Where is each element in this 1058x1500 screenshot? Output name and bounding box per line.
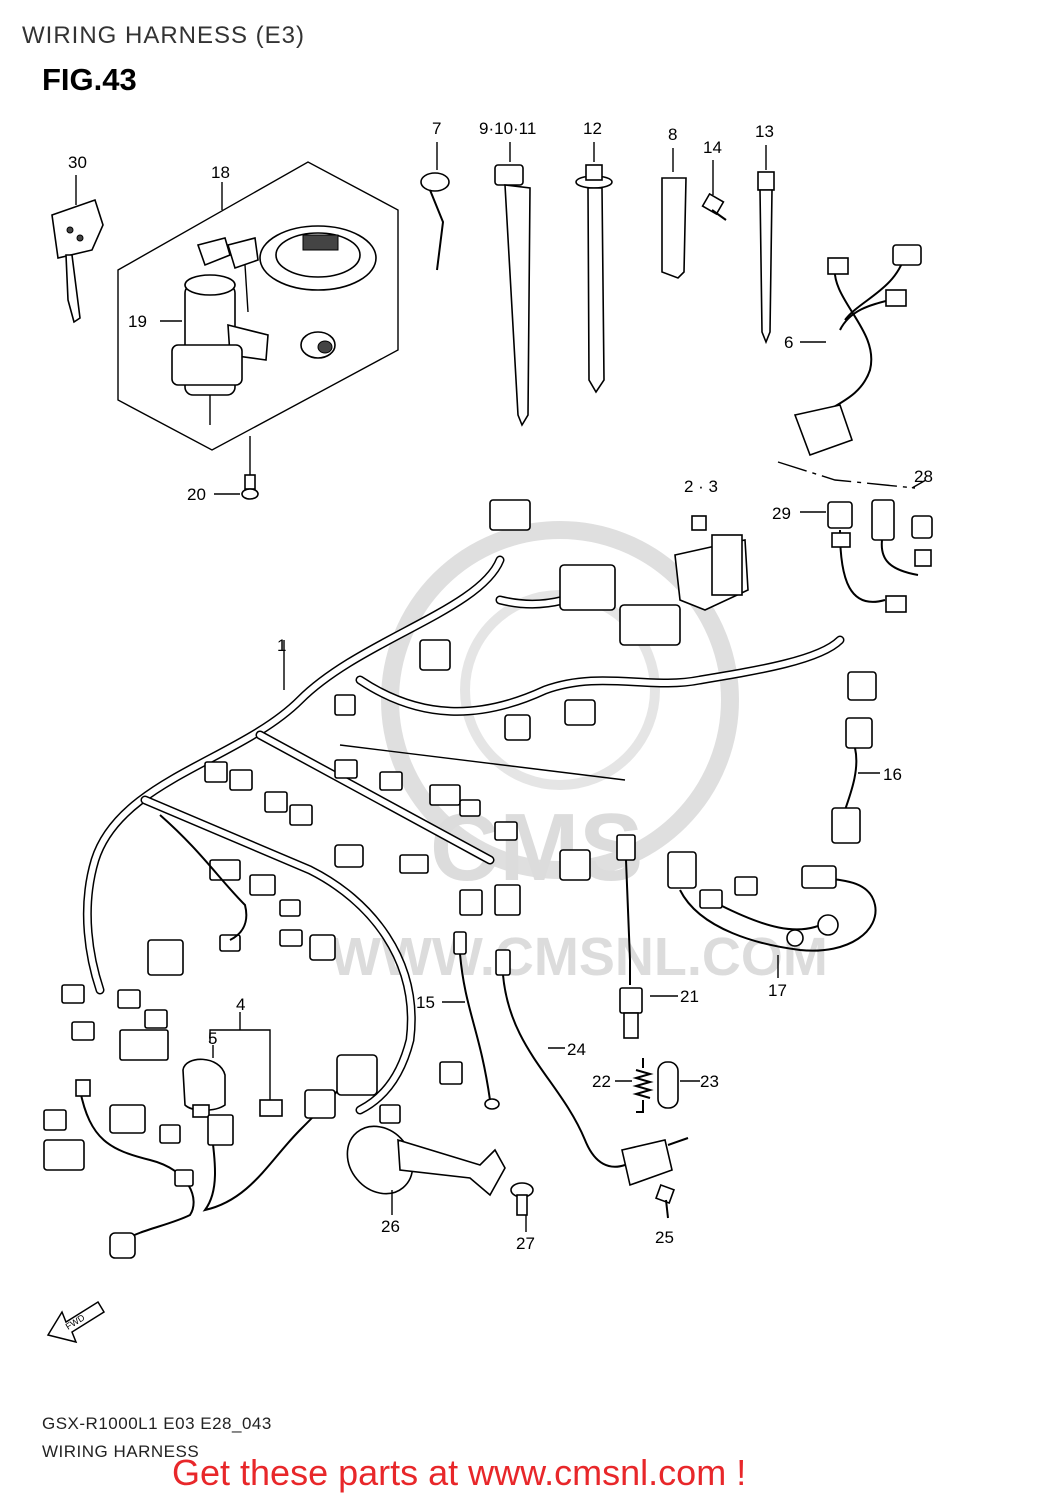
callout-16: 16 <box>883 765 902 784</box>
part-1-main-harness <box>61 499 845 1115</box>
callout-4: 4 <box>236 995 245 1014</box>
callout-26: 26 <box>381 1217 400 1236</box>
part-13-cable-tie <box>757 145 775 345</box>
part-8-bracket <box>661 148 687 279</box>
callout-21: 21 <box>680 987 699 1006</box>
callout-22: 22 <box>592 1072 611 1091</box>
part-18-ignition-set <box>117 161 399 451</box>
callout-17: 17 <box>768 981 787 1000</box>
callout-2-3: 2 · 3 <box>684 477 718 496</box>
callout-12: 12 <box>583 119 602 138</box>
part-27-screw <box>510 1182 534 1232</box>
callout-14: 14 <box>703 138 722 157</box>
part-28-29-connectors <box>800 479 933 613</box>
callout-1: 1 <box>277 636 286 655</box>
part-2-3-fuse-box <box>674 515 749 611</box>
part-26-bracket <box>346 1125 506 1215</box>
callout-24: 24 <box>567 1040 586 1059</box>
callout-23: 23 <box>700 1072 719 1091</box>
callout-27: 27 <box>516 1234 535 1253</box>
callout-28: 28 <box>914 467 933 486</box>
part-21-sensor <box>339 744 678 1039</box>
callout-19: 19 <box>128 312 147 331</box>
part-9-10-11-cable-tie <box>494 142 531 427</box>
callout-18: 18 <box>211 163 230 182</box>
part-12-cable-tie <box>575 142 613 394</box>
header-title: WIRING HARNESS (E3) <box>22 22 306 49</box>
part-16-connector-lead <box>831 671 880 844</box>
part-15-ground-wire <box>442 931 500 1110</box>
callout-8: 8 <box>668 125 677 144</box>
part-25-screw <box>655 1184 675 1219</box>
part-22-spring <box>615 1058 654 1113</box>
callout-labels: 30 18 19 20 7 9·10·11 12 8 14 13 6 2 · 3… <box>68 119 933 1253</box>
callout-7: 7 <box>432 119 441 138</box>
callout-30: 30 <box>68 153 87 172</box>
part-14-bolt <box>701 160 727 221</box>
part-6-sub-harness <box>793 244 922 457</box>
part-4-5-harness <box>43 1012 463 1259</box>
part-7-clamp <box>420 142 450 271</box>
callout-29: 29 <box>772 504 791 523</box>
promo-link[interactable]: Get these parts at www.cmsnl.com ! <box>172 1452 747 1493</box>
callout-15: 15 <box>416 993 435 1012</box>
callout-6: 6 <box>784 333 793 352</box>
part-20-screw <box>214 436 259 500</box>
part-17-sub-harness <box>667 851 877 978</box>
footer-section-name: WIRING HARNESS <box>42 1442 200 1461</box>
callout-25: 25 <box>655 1228 674 1247</box>
part-30-key <box>51 175 104 324</box>
callout-5: 5 <box>208 1029 217 1048</box>
callout-20: 20 <box>187 485 206 504</box>
part-23-sleeve <box>657 1061 700 1109</box>
fwd-arrow-icon: FWD <box>46 1300 106 1344</box>
part-24-switch-lead <box>495 949 689 1187</box>
callout-9-10-11: 9·10·11 <box>479 119 536 138</box>
callout-13: 13 <box>755 122 774 141</box>
figure-label: FIG.43 <box>42 62 137 97</box>
footer-model-code: GSX-R1000L1 E03 E28_043 <box>42 1414 272 1433</box>
